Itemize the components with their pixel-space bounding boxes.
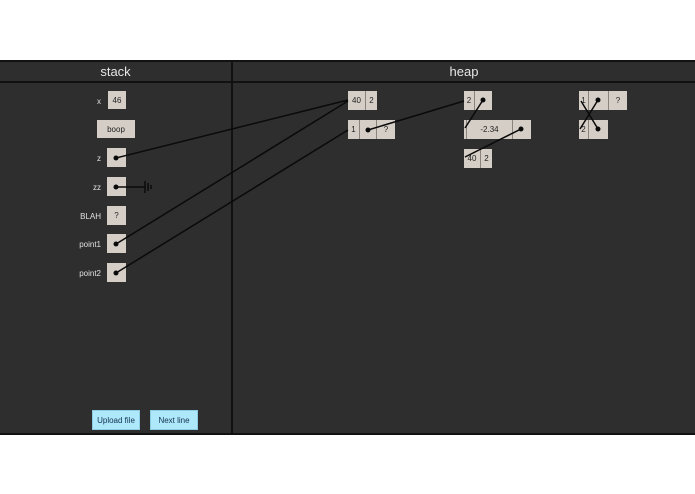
heap-field: 1 bbox=[579, 91, 589, 110]
pane-divider bbox=[231, 62, 233, 433]
heap-field: ? bbox=[609, 91, 627, 110]
stack-var-name: zz bbox=[93, 183, 101, 192]
pointer-arrows bbox=[113, 97, 601, 276]
heap-pointer-field bbox=[513, 120, 531, 139]
heap-field: ? bbox=[377, 120, 395, 139]
heap-pointer-field bbox=[589, 120, 608, 139]
heap-field: 2 bbox=[366, 91, 377, 110]
heap-field: 40 bbox=[464, 149, 481, 168]
heap-field: 40 bbox=[348, 91, 366, 110]
stack-var-name: point1 bbox=[79, 240, 101, 249]
stack-var-name: y bbox=[0, 126, 101, 135]
stack-var-name: x bbox=[97, 97, 101, 106]
heap-field: 2 bbox=[464, 91, 475, 110]
stack-var-value: ? bbox=[107, 206, 126, 225]
heap-pointer-field bbox=[360, 120, 377, 139]
heap-field: -2.34 bbox=[467, 120, 513, 139]
heap-pointer-field bbox=[475, 91, 492, 110]
upload-file-button[interactable]: Upload file bbox=[92, 410, 140, 430]
heap-field: 2 bbox=[579, 120, 589, 139]
stack-var-name: BLAH bbox=[80, 212, 101, 221]
heap-field: 1 bbox=[348, 120, 360, 139]
stack-pane-title: stack bbox=[0, 62, 231, 83]
heap-field: 2 bbox=[481, 149, 492, 168]
next-line-button[interactable]: Next line bbox=[150, 410, 198, 430]
heap-pane-title: heap bbox=[233, 62, 695, 83]
heap-pointer-field bbox=[589, 91, 609, 110]
stack-pointer-cell bbox=[107, 263, 126, 282]
stack-pointer-cell bbox=[107, 177, 126, 196]
stack-pointer-cell bbox=[107, 234, 126, 253]
stack-var-value: boop bbox=[97, 120, 135, 138]
stack-pointer-cell bbox=[107, 148, 126, 167]
stack-var-name: point2 bbox=[79, 269, 101, 278]
memory-visualizer: stack heap x 46 y boop z zz BLAH ? point… bbox=[0, 60, 695, 435]
stack-var-name: z bbox=[97, 154, 101, 163]
stack-var-value: 46 bbox=[108, 91, 126, 109]
